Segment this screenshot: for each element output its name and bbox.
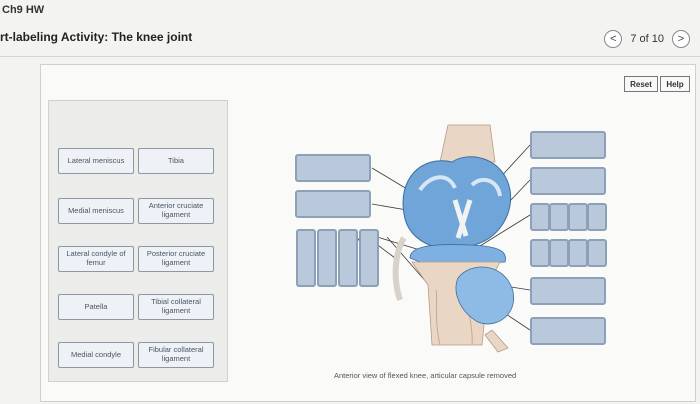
target-box-right-9[interactable] bbox=[568, 239, 588, 267]
target-box-right-11[interactable] bbox=[530, 277, 606, 305]
next-button[interactable]: > bbox=[672, 30, 690, 48]
target-box-right-10[interactable] bbox=[587, 239, 607, 267]
label-medial-meniscus[interactable]: Medial meniscus bbox=[58, 198, 134, 224]
target-box-right-5[interactable] bbox=[568, 203, 588, 231]
question-position: 7 of 10 bbox=[630, 33, 664, 45]
target-box-right-8[interactable] bbox=[549, 239, 569, 267]
label-tibial-collateral-ligament[interactable]: Tibial collateral ligament bbox=[138, 294, 214, 320]
label-fibular-collateral-ligament[interactable]: Fibular collateral ligament bbox=[138, 342, 214, 368]
target-box-right-3[interactable] bbox=[530, 203, 550, 231]
chevron-right-icon: > bbox=[677, 32, 685, 45]
target-box-right-2[interactable] bbox=[530, 167, 606, 195]
activity-title: rt-labeling Activity: The knee joint bbox=[0, 30, 193, 44]
label-anterior-cruciate-ligament[interactable]: Anterior cruciate ligament bbox=[138, 198, 214, 224]
target-box-right-4[interactable] bbox=[549, 203, 569, 231]
chevron-left-icon: < bbox=[610, 32, 617, 45]
figure-caption: Anterior view of flexed knee, articular … bbox=[334, 371, 517, 380]
target-box-right-7[interactable] bbox=[530, 239, 550, 267]
label-tibia[interactable]: Tibia bbox=[138, 148, 214, 174]
target-box-left-1[interactable] bbox=[295, 154, 371, 182]
knee-illustration bbox=[392, 124, 514, 353]
label-bank bbox=[48, 100, 228, 382]
target-box-right-1[interactable] bbox=[530, 131, 606, 159]
target-box-right-12[interactable] bbox=[530, 317, 606, 345]
target-box-left-5[interactable] bbox=[338, 229, 358, 287]
target-box-left-6[interactable] bbox=[359, 229, 379, 287]
target-box-left-3[interactable] bbox=[296, 229, 316, 287]
header-divider bbox=[0, 56, 700, 57]
target-box-left-4[interactable] bbox=[317, 229, 337, 287]
course-title: Ch9 HW bbox=[2, 4, 45, 16]
reset-button[interactable]: Reset bbox=[624, 76, 658, 92]
help-button[interactable]: Help bbox=[660, 76, 690, 92]
label-posterior-cruciate-ligament[interactable]: Posterior cruciate ligament bbox=[138, 246, 214, 272]
label-lateral-condyle-of-femur[interactable]: Lateral condyle of femur bbox=[58, 246, 134, 272]
previous-button[interactable]: < bbox=[604, 30, 623, 48]
target-box-right-6[interactable] bbox=[587, 203, 607, 231]
label-patella[interactable]: Patella bbox=[58, 294, 134, 320]
label-lateral-meniscus[interactable]: Lateral meniscus bbox=[58, 148, 134, 174]
question-navigation: < 7 of 10 > bbox=[604, 30, 690, 48]
target-box-left-2[interactable] bbox=[295, 190, 371, 218]
label-medial-condyle[interactable]: Medial condyle bbox=[58, 342, 134, 368]
